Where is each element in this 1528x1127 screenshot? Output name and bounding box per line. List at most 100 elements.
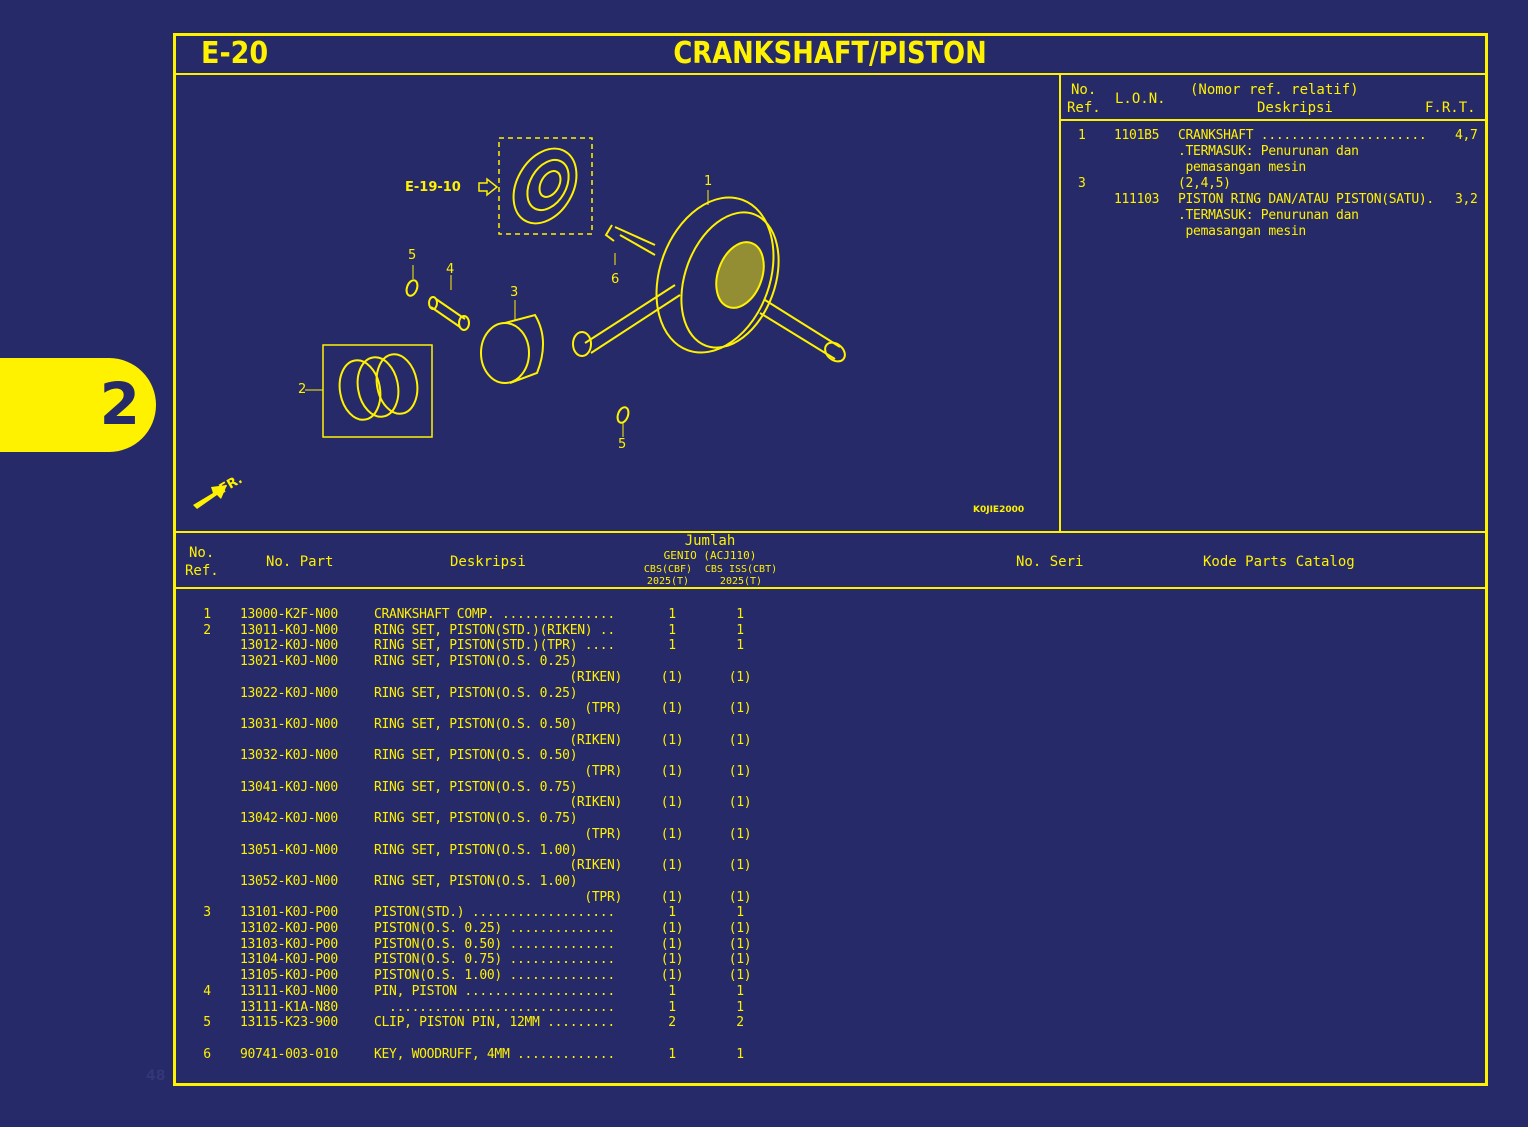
ri-header-relative: (Nomor ref. relatif): [1190, 82, 1359, 98]
qty-cbs-iss-cbt: 1: [736, 1046, 744, 1062]
section-id: E-20: [201, 36, 269, 71]
part-number[interactable]: 13012-K0J-N00: [240, 638, 338, 654]
part-number[interactable]: 13042-K0J-N00: [240, 811, 338, 827]
part-number[interactable]: 13111-K1A-N80: [240, 999, 338, 1015]
callout-1: 1: [704, 174, 713, 189]
catalog-frame: [173, 33, 1488, 1086]
part-description-suffix: (TPR): [584, 764, 622, 779]
drawing-code: K0JIE2000: [973, 505, 1025, 515]
callout-5: 5: [408, 248, 417, 263]
ref-number: 1: [203, 607, 211, 622]
pt-header-no: No.: [189, 545, 215, 561]
qty-cbs-cbf: (1): [660, 795, 684, 811]
callout-2: 2: [298, 382, 307, 397]
part-number[interactable]: 13021-K0J-N00: [240, 654, 338, 670]
divider: [1059, 74, 1061, 532]
ri-header-no: No.: [1071, 82, 1097, 98]
part-description-suffix: (TPR): [584, 889, 622, 905]
qty-cbs-cbf: (1): [660, 732, 684, 748]
part-number[interactable]: 13102-K0J-P00: [240, 921, 338, 936]
divider: [175, 73, 1485, 75]
part-description: PISTON(STD.) ...................: [374, 905, 615, 921]
piston-drawing: [480, 313, 544, 384]
qty-cbs-cbf: 1: [668, 905, 676, 921]
part-description: RING SET, PISTON(O.S. 0.25): [374, 654, 578, 670]
part-description: RING SET, PISTON(O.S. 0.25): [374, 685, 578, 701]
qty-cbs-iss-cbt: 1: [736, 607, 744, 622]
part-description: RING SET, PISTON(STD.)(TPR) ....: [374, 638, 615, 654]
part-number[interactable]: 13022-K0J-N00: [240, 685, 338, 701]
ri-description-line: (2,4,5): [1178, 176, 1231, 191]
qty-cbs-cbf: (1): [660, 669, 684, 685]
part-number[interactable]: 13032-K0J-N00: [240, 748, 338, 764]
ri-header-desc: Deskripsi: [1257, 100, 1333, 116]
part-number[interactable]: 13115-K23-900: [240, 1015, 338, 1031]
qty-cbs-iss-cbt: 2: [736, 1015, 744, 1031]
part-description: ..............................: [374, 999, 615, 1015]
section-tab[interactable]: 2: [0, 358, 156, 452]
part-description: PISTON(O.S. 1.00) ..............: [374, 968, 615, 984]
qty-cbs-iss-cbt: 1: [736, 622, 744, 638]
part-description: KEY, WOODRUFF, 4MM .............: [374, 1046, 615, 1062]
ref-link-e19-10[interactable]: E-19-10: [405, 180, 461, 195]
qty-cbs-iss-cbt: (1): [728, 732, 752, 748]
part-number[interactable]: 13104-K0J-P00: [240, 952, 338, 968]
ri-lon: 1101B5: [1114, 128, 1160, 143]
part-number[interactable]: 13103-K0J-P00: [240, 936, 338, 952]
part-number[interactable]: 13041-K0J-N00: [240, 779, 338, 795]
qty-cbs-iss-cbt: (1): [728, 968, 752, 984]
part-description: CRANKSHAFT COMP. ...............: [374, 607, 615, 622]
part-number[interactable]: 13031-K0J-N00: [240, 716, 338, 732]
ri-header-lon: L.O.N.: [1115, 91, 1166, 107]
qty-cbs-cbf: (1): [660, 764, 684, 779]
pt-header-variant1-year: 2025(T): [646, 576, 690, 587]
pt-header-part-no: No. Part: [266, 554, 334, 570]
ri-ref-number: 1: [1078, 128, 1086, 143]
qty-cbs-iss-cbt: (1): [728, 764, 752, 779]
qty-cbs-cbf: (1): [660, 968, 684, 984]
ri-header-ref: Ref.: [1067, 100, 1101, 116]
qty-cbs-iss-cbt: (1): [728, 921, 752, 936]
qty-cbs-iss-cbt: 1: [736, 905, 744, 921]
qty-cbs-iss-cbt: (1): [728, 952, 752, 968]
part-number[interactable]: 13011-K0J-N00: [240, 622, 338, 638]
divider: [175, 587, 1485, 589]
qty-cbs-cbf: (1): [660, 952, 684, 968]
part-description: RING SET, PISTON(O.S. 0.75): [374, 779, 578, 795]
pt-header-variant1: CBS(CBF): [643, 564, 693, 575]
ri-description-line: pemasangan mesin: [1178, 160, 1307, 175]
part-number[interactable]: 13052-K0J-N00: [240, 873, 338, 889]
qty-cbs-cbf: (1): [660, 701, 684, 717]
part-number[interactable]: 90741-003-010: [240, 1046, 338, 1062]
pt-header-catalog-code: Kode Parts Catalog: [1203, 554, 1355, 570]
ri-frt: 4,7: [1455, 128, 1478, 143]
ri-description-line: .TERMASUK: Penurunan dan: [1178, 144, 1359, 159]
ri-header-frt: F.R.T.: [1425, 100, 1476, 116]
ri-description-line: .TERMASUK: Penurunan dan: [1178, 208, 1359, 223]
part-number[interactable]: 13000-K2F-N00: [240, 607, 338, 622]
diagram-drawing: [193, 137, 846, 509]
part-number[interactable]: 13111-K0J-N00: [240, 983, 338, 999]
divider: [1060, 119, 1485, 121]
ref-number: 3: [203, 905, 211, 921]
ref-number: 2: [203, 622, 211, 638]
part-number[interactable]: 13105-K0J-P00: [240, 968, 338, 984]
part-description: PIN, PISTON ....................: [374, 983, 615, 999]
qty-cbs-iss-cbt: (1): [728, 858, 752, 874]
part-number[interactable]: 13051-K0J-N00: [240, 842, 338, 858]
qty-cbs-cbf: (1): [660, 921, 684, 936]
qty-cbs-iss-cbt: 1: [736, 638, 744, 654]
part-description: RING SET, PISTON(O.S. 0.75): [374, 811, 578, 827]
part-description-suffix: (TPR): [584, 826, 622, 842]
page-title: CRANKSHAFT/PISTON: [673, 36, 987, 71]
part-description-suffix: (RIKEN): [569, 795, 622, 811]
section-tab-label: 2: [99, 370, 140, 438]
qty-cbs-iss-cbt: 1: [736, 999, 744, 1015]
qty-cbs-iss-cbt: (1): [728, 826, 752, 842]
qty-cbs-iss-cbt: 1: [736, 983, 744, 999]
ri-description-line: pemasangan mesin: [1178, 224, 1307, 239]
part-description: CLIP, PISTON PIN, 12MM .........: [374, 1015, 615, 1031]
part-number[interactable]: 13101-K0J-P00: [240, 905, 338, 921]
ring-set-drawing: [305, 344, 433, 438]
pt-header-variant2-year: 2025(T): [719, 576, 763, 587]
